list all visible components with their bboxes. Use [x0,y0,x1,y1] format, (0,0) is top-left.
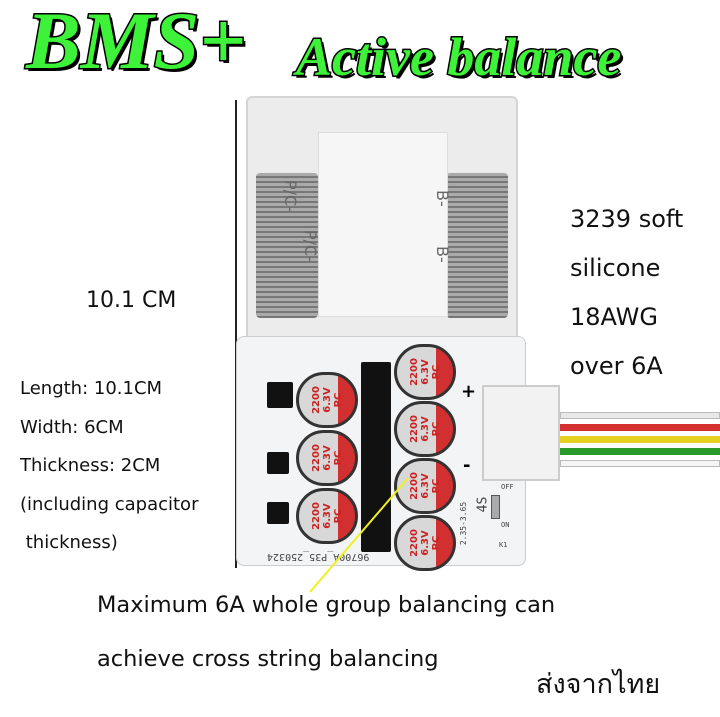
balance-connector [482,385,560,481]
minus-marking: - [463,455,471,476]
spec-note-1: (including capacitor [20,493,199,515]
wire-info-line: 18AWG [570,303,658,331]
ic-chip [267,382,293,408]
k1-label: K1 [499,541,508,549]
title-active-balance: Active balance [294,26,622,89]
plus-marking: + [461,381,477,402]
pointer-line-segment [309,477,409,593]
dimension-line [235,100,237,568]
wire [560,436,720,443]
spec-note-2: thickness) [20,532,118,553]
ic-chip [267,502,289,524]
wire-info-line: silicone [570,254,661,282]
spec-thickness: Thickness: 2CM [20,455,161,476]
heatsink-mesh-left [256,173,318,318]
wire-info-line: over 6A [570,352,663,380]
wire-info: 3239 soft silicone 18AWG over 6A [570,195,683,391]
switch-on-label: ON [501,521,510,529]
specs-list: Length: 10.1CM Width: 6CM Thickness: 2CM… [20,370,198,563]
caption-line-1: Maximum 6A whole group balancing can [97,592,556,618]
caption-line-2: achieve cross string balancing [97,646,439,672]
shipping-note: ส่งจากไทย [536,669,661,700]
heatsink-mesh-right [446,173,508,318]
heatsink-plate [318,132,448,317]
heatsink: P/C- P/C- B- B- [246,96,518,348]
mosfet-column [361,362,391,552]
title-bms: BMS+ [25,0,248,88]
wire [560,424,720,431]
power-switch [491,495,500,519]
ic-chip [267,452,289,474]
switch-off-label: OFF [501,483,514,491]
wire [560,448,720,455]
spec-length: Length: 10.1CM [20,378,163,399]
dimension-label: 10.1 CM [86,288,177,313]
spec-width: Width: 6CM [20,416,124,438]
wire-info-line: 3239 soft [570,205,684,233]
